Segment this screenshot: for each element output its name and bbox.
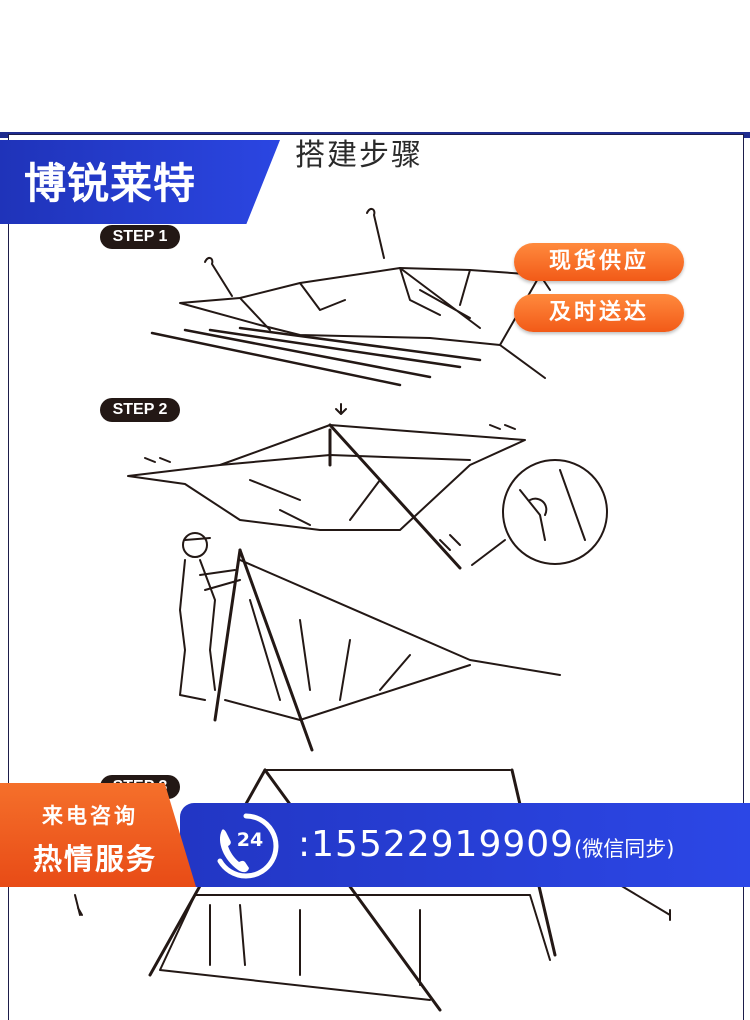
step-1-badge: STEP 1: [100, 225, 180, 249]
brand-name: 博锐莱特: [24, 159, 197, 208]
service-box: [0, 783, 196, 887]
phone-number: :15522919909: [298, 824, 575, 865]
step-2-badge: STEP 2: [100, 398, 180, 422]
service-line-1: 来电咨询: [42, 804, 138, 828]
brand-banner: [0, 140, 280, 224]
in-stock-badge: 现货供应: [514, 243, 684, 281]
phone-24h-icon: 24: [217, 813, 279, 879]
wechat-sync-note: (微信同步): [574, 837, 675, 861]
step1-drawing: [150, 207, 551, 387]
hours-24-label: 24: [237, 829, 263, 851]
page-title: 搭建步骤: [295, 138, 423, 173]
step3-drawing: [74, 768, 671, 1012]
fast-delivery-badge: 及时送达: [514, 294, 684, 332]
step2-drawing: [127, 403, 608, 570]
half-tent-drawing: [213, 548, 561, 752]
person-drawing: [179, 532, 241, 701]
service-line-2: 热情服务: [32, 842, 157, 876]
